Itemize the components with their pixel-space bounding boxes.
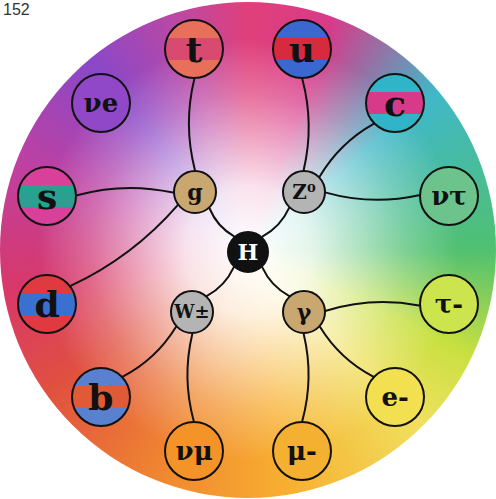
particle-symbol: W± bbox=[174, 303, 209, 321]
boson-circle: g bbox=[173, 170, 217, 214]
particle-symbol: ντ bbox=[431, 183, 467, 209]
interaction-line bbox=[320, 124, 374, 177]
interaction-line bbox=[326, 193, 419, 200]
interaction-line bbox=[123, 327, 176, 377]
interaction-line bbox=[189, 79, 195, 170]
particle-symbol: s bbox=[37, 178, 57, 214]
interaction-line bbox=[207, 267, 234, 296]
interaction-line bbox=[262, 208, 289, 237]
boson-circle: γ bbox=[282, 290, 326, 334]
particle-symbol: u bbox=[289, 31, 315, 67]
fermion-circle: d bbox=[17, 274, 77, 334]
interaction-line bbox=[71, 205, 178, 285]
boson-circle: W± bbox=[170, 290, 214, 334]
interaction-line bbox=[302, 334, 308, 421]
fermion-circle: νμ bbox=[164, 421, 224, 481]
page-number: 152 bbox=[3, 1, 30, 19]
fermion-circle: c bbox=[365, 73, 425, 133]
particle-symbol: γ bbox=[297, 301, 312, 323]
interaction-line bbox=[77, 188, 173, 195]
interaction-line bbox=[302, 79, 308, 170]
interaction-line bbox=[320, 327, 373, 377]
fermion-circle: μ- bbox=[272, 421, 332, 481]
particle-symbol: νμ bbox=[176, 438, 213, 464]
particle-symbol: g bbox=[187, 181, 202, 203]
fermion-circle: τ- bbox=[419, 274, 479, 334]
fermion-circle: ντ bbox=[419, 166, 479, 226]
boson-circle: H bbox=[227, 231, 269, 273]
particle-symbol: νe bbox=[84, 90, 119, 116]
fermion-circle: t bbox=[164, 19, 224, 79]
interaction-line bbox=[210, 209, 235, 237]
particle-symbol: H bbox=[238, 241, 259, 263]
interaction-line bbox=[262, 267, 289, 296]
fermion-circle: νe bbox=[71, 73, 131, 133]
particle-symbol: Z⁰ bbox=[292, 182, 315, 202]
fermion-circle: s bbox=[17, 166, 77, 226]
particle-symbol: b bbox=[88, 379, 113, 415]
fermion-circle: u bbox=[272, 19, 332, 79]
interaction-line bbox=[187, 334, 193, 421]
fermion-circle: e- bbox=[365, 367, 425, 427]
boson-circle: Z⁰ bbox=[282, 170, 326, 214]
particle-symbol: d bbox=[34, 286, 59, 322]
particle-symbol: μ- bbox=[287, 438, 317, 464]
particle-symbol: e- bbox=[381, 384, 408, 410]
particle-symbol: t bbox=[186, 31, 203, 67]
particle-symbol: c bbox=[384, 85, 406, 121]
interaction-line bbox=[326, 302, 419, 311]
particle-symbol: τ- bbox=[435, 291, 463, 317]
fermion-circle: b bbox=[71, 367, 131, 427]
